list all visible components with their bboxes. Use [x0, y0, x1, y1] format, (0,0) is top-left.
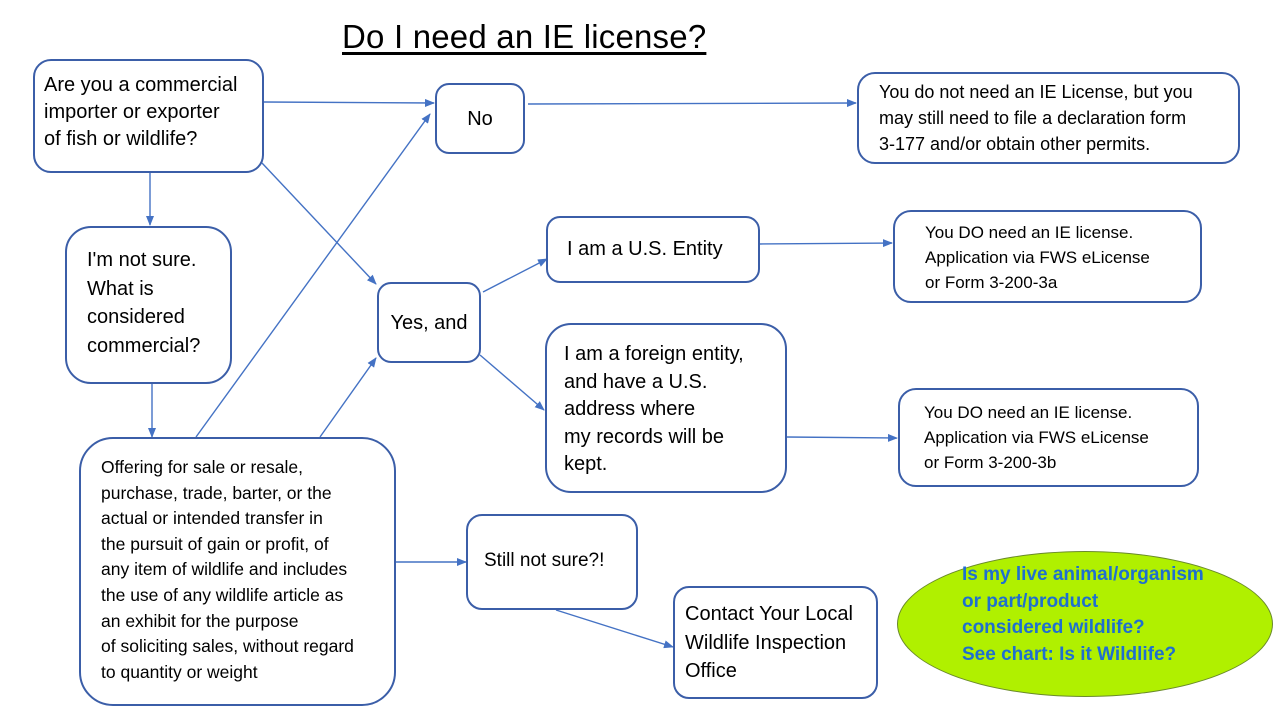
us-entity-box: I am a U.S. Entity [546, 216, 760, 283]
commercial-definition-text: Offering for sale or resale, purchase, t… [101, 457, 354, 682]
still-not-sure-box: Still not sure?! [466, 514, 638, 610]
arrow-yes-to-us-entity [482, 258, 548, 293]
arrow-no-to-no-result [527, 99, 857, 108]
not-sure-box: I'm not sure. What is considered commerc… [65, 226, 232, 384]
arrow-us-entity-to-result [759, 239, 893, 248]
no-license-result-box: You do not need an IE License, but you m… [857, 72, 1240, 164]
no-box: No [435, 83, 525, 154]
arrow-foreign-entity-to-result [785, 433, 898, 442]
us-license-result-box: You DO need an IE license. Application v… [893, 210, 1202, 303]
arrow-still-not-sure-to-contact [555, 609, 674, 649]
yes-and-box: Yes, and [377, 282, 481, 363]
foreign-entity-box: I am a foreign entity, and have a U.S. a… [545, 323, 787, 493]
wildlife-chart-callout[interactable]: Is my live animal/organism or part/produ… [897, 551, 1273, 697]
yes-and-text: Yes, and [390, 311, 468, 334]
foreign-license-result-box: You DO need an IE license. Application v… [898, 388, 1199, 487]
arrow-question-to-yes [261, 162, 377, 285]
commercial-definition-box: Offering for sale or resale, purchase, t… [79, 437, 396, 706]
no-license-result-text: You do not need an IE License, but you m… [879, 82, 1193, 154]
foreign-license-result-text: You DO need an IE license. Application v… [924, 403, 1149, 472]
still-not-sure-text: Still not sure?! [484, 550, 605, 571]
commercial-question-text: Are you a commercial importer or exporte… [44, 74, 238, 150]
contact-office-box: Contact Your Local Wildlife Inspection O… [673, 586, 878, 699]
not-sure-text: I'm not sure. What is considered commerc… [87, 249, 201, 357]
arrow-definition-to-yes [319, 357, 377, 438]
no-text: No [467, 107, 493, 130]
page-title: Do I need an IE license? [342, 18, 707, 55]
arrow-definition-to-no [195, 113, 431, 438]
foreign-entity-text: I am a foreign entity, and have a U.S. a… [564, 343, 744, 475]
wildlife-chart-callout-text: Is my live animal/organism or part/produ… [962, 564, 1204, 665]
commercial-question-box: Are you a commercial importer or exporte… [33, 59, 264, 173]
contact-office-text: Contact Your Local Wildlife Inspection O… [685, 603, 853, 682]
us-license-result-text: You DO need an IE license. Application v… [925, 223, 1150, 292]
us-entity-text: I am a U.S. Entity [567, 238, 723, 260]
arrow-yes-to-foreign-entity [479, 354, 545, 411]
arrow-question-to-no [263, 98, 435, 107]
